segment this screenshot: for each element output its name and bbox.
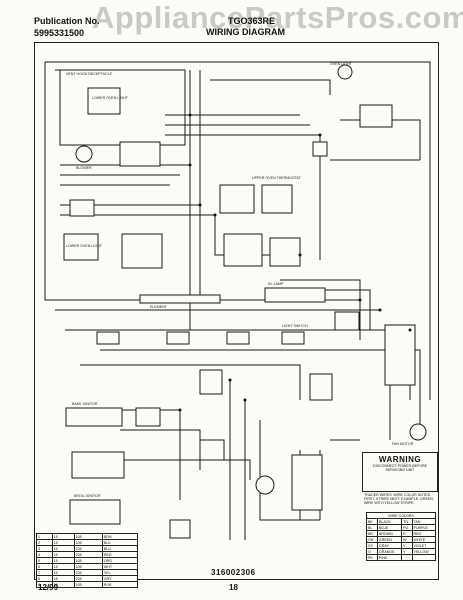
publication-label: Publication No. [34, 16, 100, 26]
broil-ignitor [69, 499, 121, 525]
upper-thermostat [219, 184, 255, 214]
switch-3 [226, 331, 250, 345]
page-number: 18 [229, 583, 238, 592]
document-number: 316002306 [211, 568, 256, 577]
label-fan-motor: FAN MOTOR [392, 442, 414, 446]
oven-valve [71, 451, 125, 479]
fuse-block [312, 141, 328, 157]
terminal-strip [384, 324, 416, 386]
broil-valve [135, 407, 161, 427]
publication-number: 5995331500 [34, 28, 85, 38]
blower-relay [119, 141, 161, 167]
bake-ignitor [65, 407, 123, 427]
oven-sensor [309, 373, 333, 401]
terminal-block [291, 454, 323, 511]
blower-motor [75, 145, 93, 163]
element-bar [139, 294, 221, 304]
control-block [69, 199, 95, 217]
connector-dots [178, 113, 412, 412]
model-number: TGO363RE [228, 16, 276, 26]
wire-main-trunk [189, 70, 331, 330]
lower-oven-light-box [87, 87, 121, 115]
wire-receptacle-loop [55, 69, 186, 146]
label-element: ELEMENT [150, 305, 167, 309]
label-blower: BLOWER [76, 166, 92, 170]
label-bake-ignitor: BAKE IGNITOR [72, 402, 98, 406]
diagram-title: WIRING DIAGRAM [206, 27, 285, 37]
switch-4 [281, 331, 305, 345]
watermark: AppliancePartsPros.com [92, 0, 463, 35]
label-upper-thermostat: UPPER OVEN THERMOSTAT [252, 176, 301, 180]
color-row-cell: PINK [376, 554, 403, 561]
lower-oven-light [63, 233, 99, 261]
sensor-plug [359, 104, 393, 128]
label-broil-ignitor: BROIL IGNITOR [74, 494, 101, 498]
component-group [63, 64, 427, 539]
timer [255, 475, 275, 495]
oven-switch [199, 439, 225, 461]
label-oven-light: OVEN LIGHT [330, 62, 352, 66]
label-lower-oven-light: LOWER OVEN LIGHT [92, 96, 128, 100]
tracer-note: TRACER WIRES: WIRE COLOR NOTED FIRST, ST… [364, 493, 433, 505]
warning-box: WARNING DISCONNECT POWER BEFORE SERVICIN… [362, 452, 438, 492]
publication-info: Publication No. 5995331500 [34, 15, 100, 39]
diagram-frame [34, 42, 439, 580]
revision-row-cell: PUR [101, 581, 139, 588]
lower-relay [121, 233, 163, 269]
label-lamp: IN. LAMP [268, 282, 284, 286]
oven-relay [199, 369, 223, 395]
color-row-cell [411, 554, 437, 561]
oven-light-lamp [337, 64, 353, 80]
issue-date: 12/99 [38, 583, 59, 592]
fan-motor [409, 423, 427, 441]
switch-2 [166, 331, 190, 345]
warning-text: DISCONNECT POWER BEFORE SERVICING UNIT [372, 464, 428, 473]
lamp-socket [264, 287, 326, 303]
upper-switch [261, 184, 293, 214]
label-vent-receptacle: VENT HOOD RECEPTACLE [66, 72, 112, 76]
warning-title: WARNING [378, 455, 422, 464]
lower-switch [269, 237, 301, 267]
color-row-cell [401, 554, 413, 561]
door-lock [334, 311, 360, 331]
revision-row-cell: 105 [73, 581, 103, 588]
lower-thermostat [223, 233, 263, 267]
color-row-cell: PK [366, 554, 378, 561]
label-light-switch: LIGHT SWITCH [282, 324, 308, 328]
door-switch [169, 519, 191, 539]
switch-1 [96, 331, 120, 345]
label-lower-oven-light-2: LOWER OVEN LIGHT [66, 244, 102, 248]
wire-bus-bake [80, 349, 380, 400]
